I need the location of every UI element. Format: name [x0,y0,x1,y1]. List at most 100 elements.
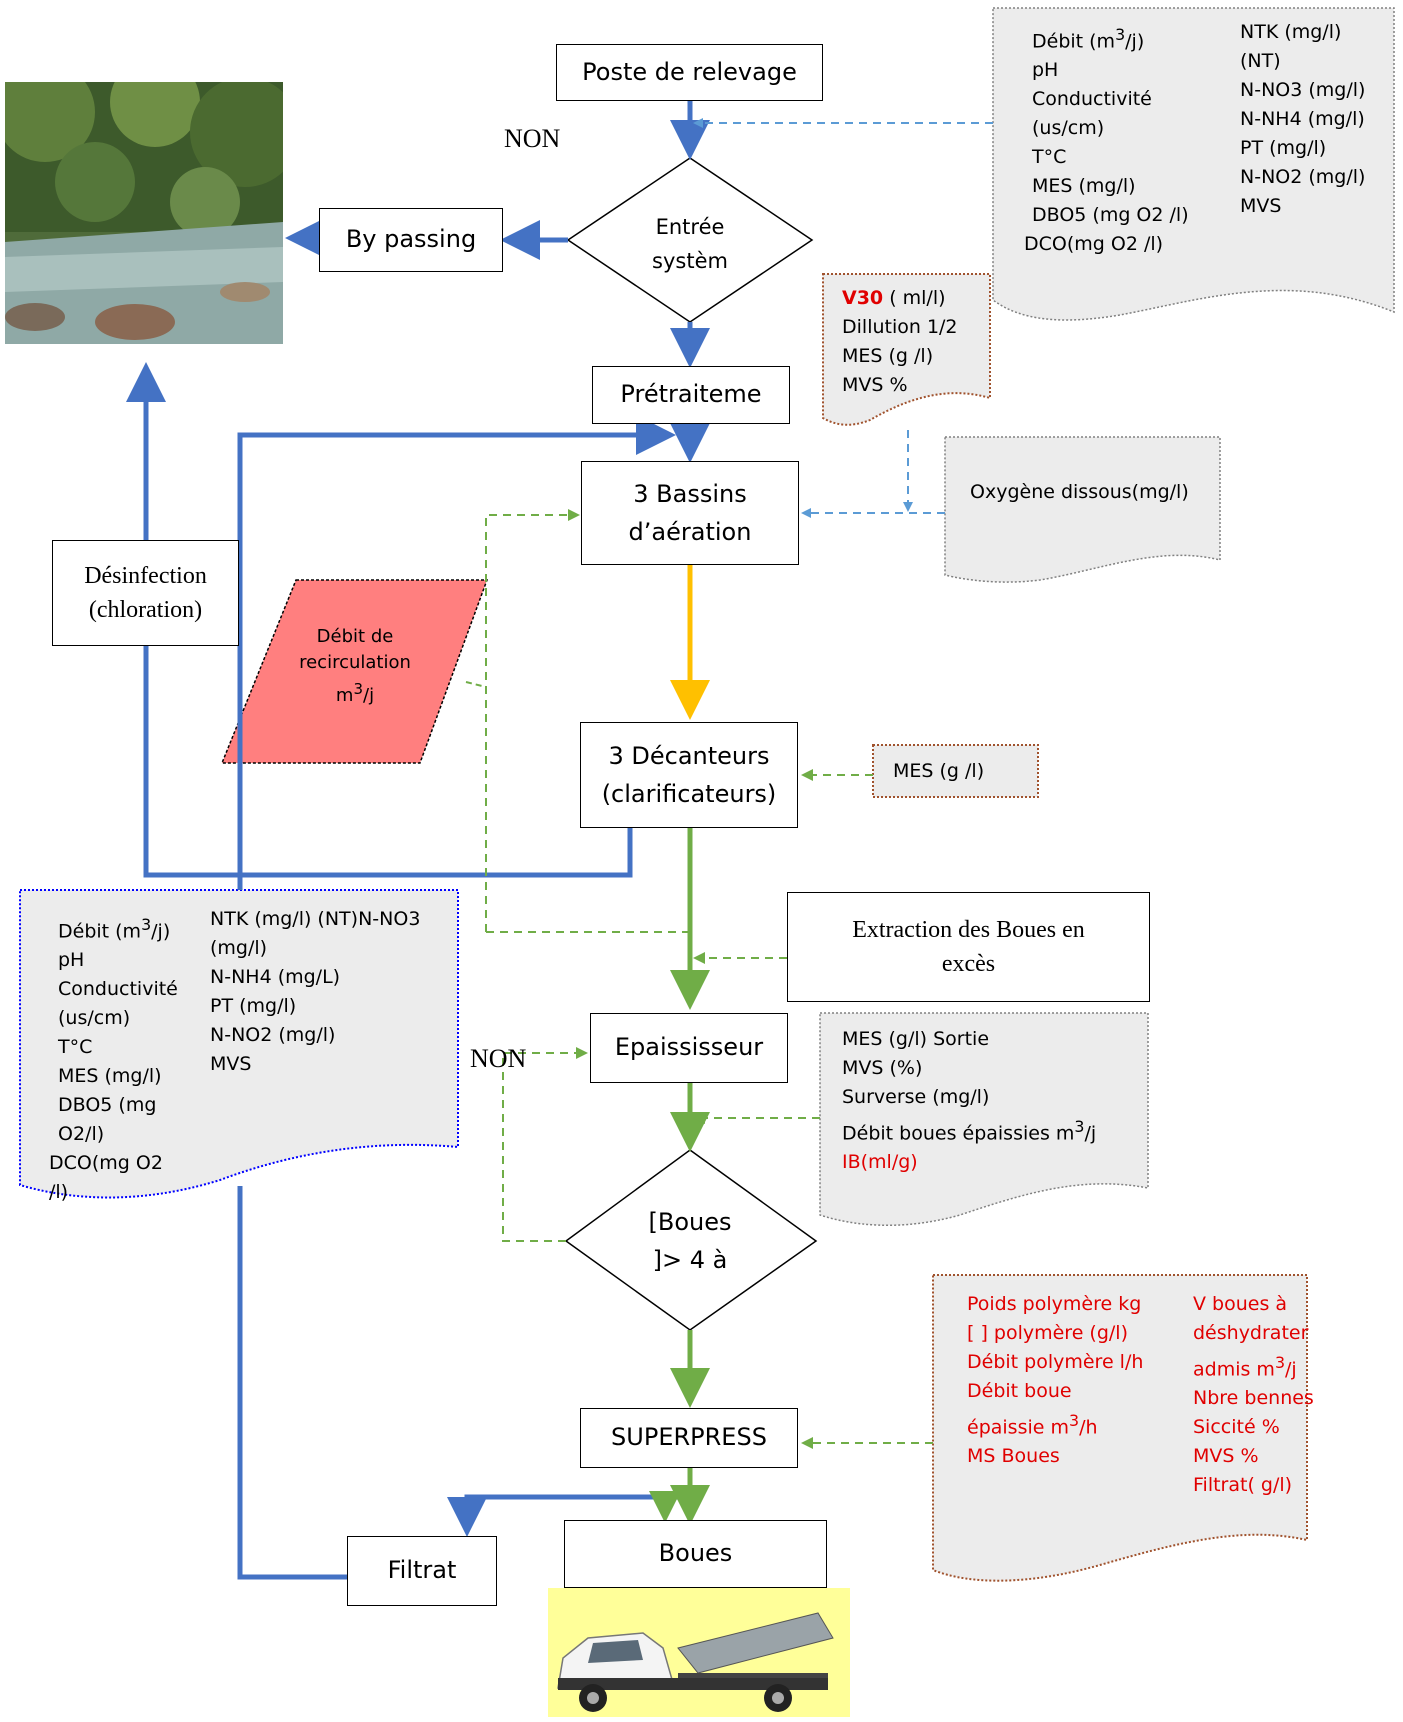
note-bottom-left-line: DBO5 (mg [58,1094,157,1117]
note-epais-line: MVS (%) [842,1057,923,1079]
v30-label: V30 [842,287,884,309]
boues-diamond-label: [Boues ]> 4 à [620,1203,760,1279]
entree-line2: systèm [652,249,728,273]
note-bottom-right-line: N-NH4 (mg/L) [210,966,341,988]
note-press-left-line: épaissie m3/h [967,1411,1098,1439]
note-bottom-left-shape [19,889,459,1199]
note-press-right-line: déshydrater [1193,1322,1309,1344]
note-oxygene: Oxygène dissous(mg/l) [970,481,1189,503]
note-bottom-left-line: pH [58,949,85,972]
note-epais-ib: IB(ml/g) [842,1151,918,1174]
note-top-left: Débit (m3/j) pH Conductivité (us/cm) T°C… [1024,20,1189,259]
dash-loop-non [502,1047,588,1242]
note-epais-line: MES (g/l) Sortie [842,1028,990,1050]
desinfection-line1: Désinfection [84,563,207,589]
bypass-box: By passing [319,208,503,272]
epaississeur-box: Epaississeur [590,1013,788,1083]
epaississeur-label: Epaississeur [614,1033,764,1062]
note-press-shape [932,1274,1308,1582]
note-top-right-line: N-NH4 (mg/l) [1240,108,1365,130]
note-mes-dec-shape [872,744,1039,798]
note-bottom-left-line: (us/cm) [58,1007,131,1030]
note-top-left-line: T°C [1032,146,1067,169]
truck-photo [548,1588,850,1717]
filtrat-box: Filtrat [347,1536,497,1606]
note-press-left-line: Débit polymère l/h [967,1351,1144,1373]
note-press-right-line: Nbre bennes [1193,1387,1314,1410]
note-bottom-right-line: PT (mg/l) [210,995,297,1017]
note-press-right-line: MVS % [1193,1445,1259,1468]
note-press-left: Poids polymère kg [ ] polymère (g/l) Déb… [967,1290,1143,1471]
bypass-label: By passing [345,225,477,254]
note-bottom-left-line: DCO(mg O2 [49,1152,163,1175]
superpress-to-filtrat [447,1468,693,1537]
note-top-left-line: Débit (m3/j) [1032,25,1145,53]
note-bottom-left-line: MES (mg/l) [58,1065,162,1088]
extraction-line1: Extraction des Boues en [852,917,1085,943]
recirc-line3: m3/j [335,680,375,706]
bassins-line2: d’aération [628,518,752,546]
note-press-right-line: Siccité % [1193,1416,1280,1439]
poste-box: Poste de relevage [556,44,823,101]
note-bottom-right: NTK (mg/l) (NT)N-NO3 (mg/l) N-NH4 (mg/L)… [210,905,420,1079]
note-bottom-left-line: T°C [58,1036,93,1059]
river-photo-art [5,82,283,344]
note-press-left-line: Poids polymère kg [967,1293,1142,1315]
note-top-right-line: MVS [1240,195,1282,217]
note-top-left-line: DCO(mg O2 /l) [1024,233,1164,256]
recirc-line2: recirculation [299,652,411,673]
note-bottom-left-line: Débit (m3/j) [58,915,171,943]
note-oxygene-shape [944,436,1221,583]
note-bottom-left-line: Conductivité [58,978,178,1001]
recirc-line1: Débit de [316,626,394,647]
recirc-return-line [237,415,676,890]
note-top-shape [992,7,1395,321]
recirc-label: Débit de recirculation m3/j [285,624,425,709]
boues-box: Boues [564,1520,827,1588]
superpress-box: SUPERPRESS [580,1408,798,1468]
note-v30-line: MVS % [842,374,908,396]
bassins-box: 3 Bassins d’aération [581,461,799,565]
note-press-left-line: MS Boues [967,1445,1060,1468]
non-mid-label: NON [470,1044,527,1073]
decanteurs-line2: (clarificateurs) [601,780,777,808]
desinfection-box: Désinfection (chloration) [52,540,239,646]
note-epais-line: Débit boues épaissies m3/j [842,1117,1097,1145]
dash-recirc [485,509,580,932]
entree-label: Entrée systèm [620,210,760,278]
filtrat-return-line [237,1186,347,1580]
note-v30: V30 ( ml/l) Dillution 1/2 MES (g /l) MVS… [842,284,958,400]
note-top-left-line: MES (mg/l) [1032,175,1136,198]
note-press-right-line: admis m3/j [1193,1353,1297,1381]
note-bottom-right-line: (mg/l) [210,937,268,959]
note-top-right: NTK (mg/l) (NT) N-NO3 (mg/l) N-NH4 (mg/l… [1240,18,1365,221]
boues-label: Boues [658,1539,733,1568]
extraction-line2: excès [941,951,996,977]
truck-photo-art [548,1588,850,1717]
note-top-left-line: pH [1032,59,1059,82]
note-top-right-line: N-NO3 (mg/l) [1240,79,1366,101]
entree-line1: Entrée [655,215,725,239]
note-epais-shape [819,1012,1149,1227]
note-top-right-line: (NT) [1240,50,1281,72]
note-bottom-right-line: MVS [210,1053,252,1075]
river-photo [5,82,283,344]
note-mes-dec: MES (g /l) [893,760,985,782]
extraction-box: Extraction des Boues en excès [787,892,1150,1002]
non-top-label: NON [504,124,561,153]
note-bottom-right-line: N-NO2 (mg/l) [210,1024,336,1046]
v30-unit: ( ml/l) [883,287,946,309]
note-epais: MES (g/l) Sortie MVS (%) Surverse (mg/l)… [842,1025,1096,1177]
note-v30-line1: V30 ( ml/l) [842,284,958,313]
desinfection-line2: (chloration) [88,597,203,623]
note-epais-line: Surverse (mg/l) [842,1086,990,1108]
note-press-right-line: Filtrat( g/l) [1193,1474,1293,1497]
note-top-left-line: Conductivité [1032,88,1152,111]
note-v30-line: Dillution 1/2 [842,316,958,338]
filtrat-label: Filtrat [387,1556,457,1585]
note-press-right-line: V boues à [1193,1293,1288,1315]
pretraitement-label: Prétraiteme [620,380,762,409]
note-top-right-line: PT (mg/l) [1240,137,1327,159]
note-press-left-line: Débit boue [967,1380,1072,1402]
